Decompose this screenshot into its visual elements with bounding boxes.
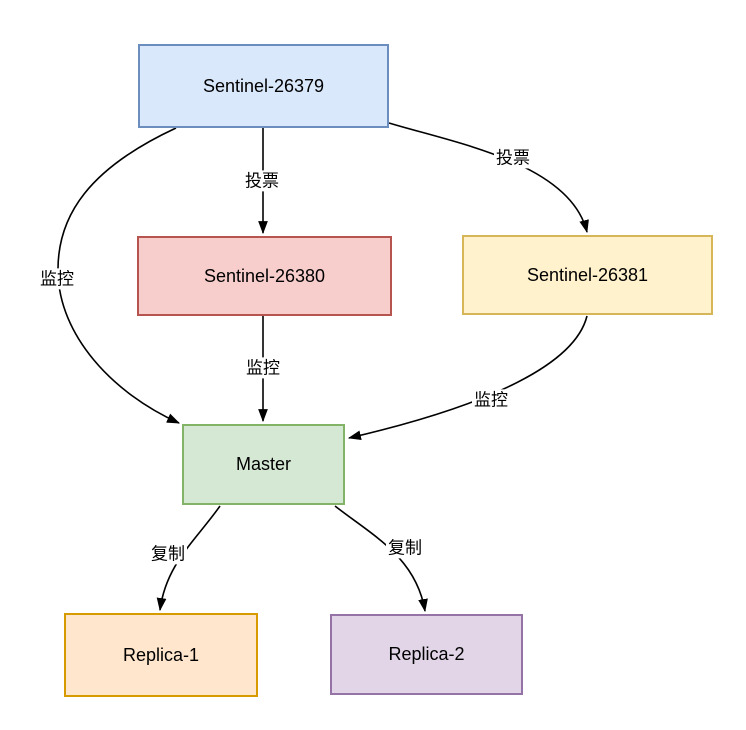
node-label-sentinel-26379: Sentinel-26379 [202, 75, 325, 96]
node-label-master: Master [235, 454, 291, 474]
edge-label-monitor-26379-to-master: 监控 [38, 268, 76, 290]
edge-label-monitor-26380-to-master: 监控 [244, 357, 282, 379]
edge-label-vote-26379-to-26380: 投票 [243, 170, 281, 192]
edge-label-vote-26379-to-26381: 投票 [494, 147, 532, 169]
edge-label-replicate-master-to-replica2: 复制 [386, 537, 424, 559]
node-sentinel-26379: Sentinel-26379 [138, 44, 389, 128]
node-label-replica-2: Replica-2 [388, 644, 465, 664]
node-sentinel-26380: Sentinel-26380 [137, 236, 392, 316]
node-label-sentinel-26381: Sentinel-26381 [526, 264, 649, 285]
node-label-replica-1: Replica-1 [122, 644, 200, 665]
node-replica-2: Replica-2 [330, 614, 523, 695]
edge-label-replicate-master-to-replica1: 复制 [149, 543, 187, 565]
edge-label-monitor-26381-to-master: 监控 [472, 389, 510, 411]
node-replica-1: Replica-1 [64, 613, 258, 697]
node-master: Master [182, 424, 345, 505]
edge-monitor-26381-to-master [347, 315, 588, 441]
node-label-sentinel-26380: Sentinel-26380 [203, 265, 326, 286]
edge-vote-26379-to-26381 [388, 122, 589, 234]
node-sentinel-26381: Sentinel-26381 [462, 235, 713, 315]
